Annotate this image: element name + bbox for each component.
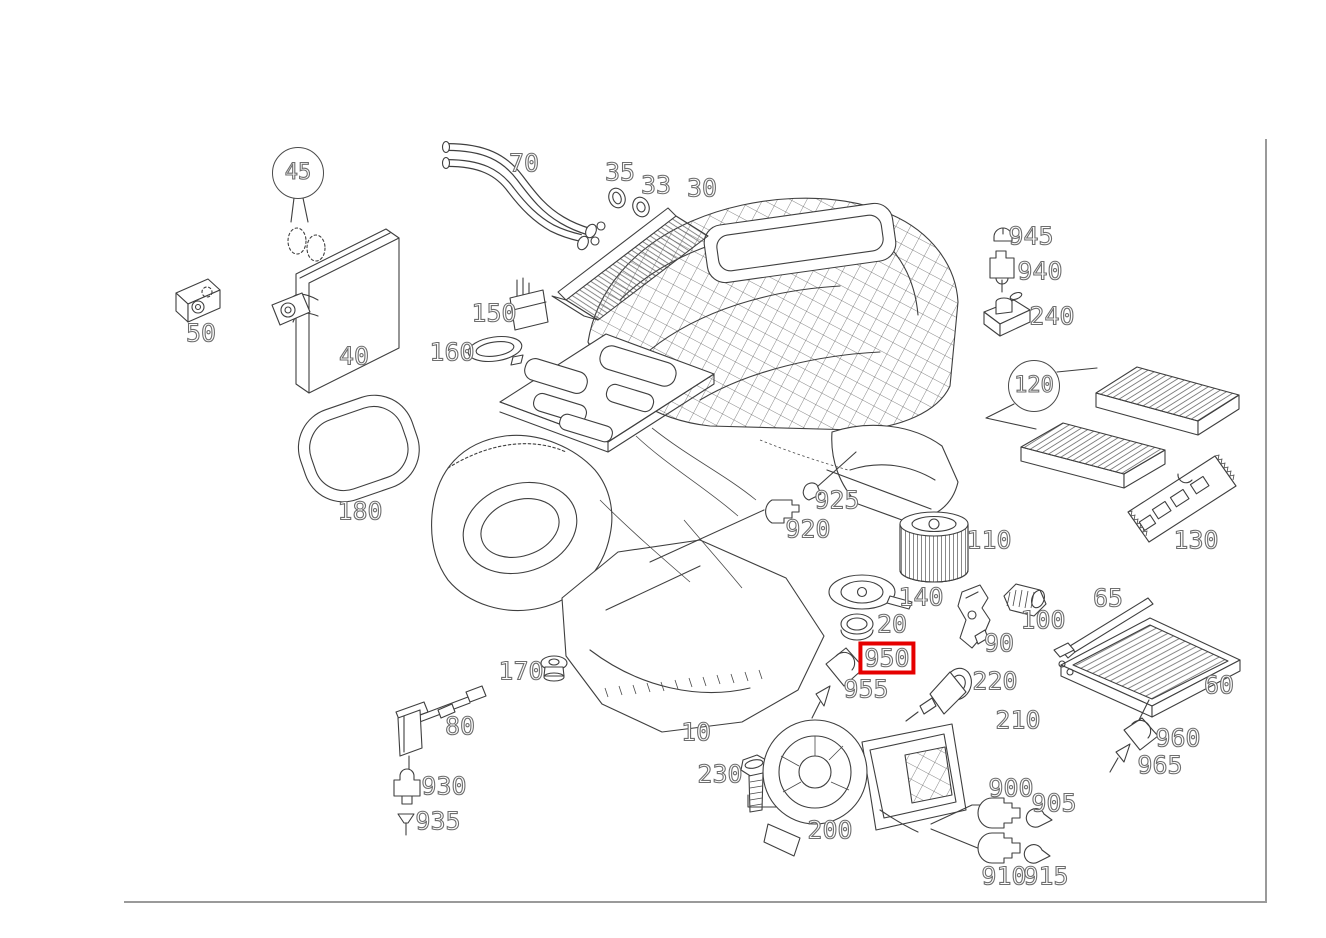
part-label-955[interactable]: 955 <box>843 674 889 704</box>
part-200-artwork <box>763 720 988 856</box>
part-130-artwork <box>1128 455 1236 542</box>
part-label-945[interactable]: 945 <box>1008 221 1054 251</box>
part-label-930[interactable]: 930 <box>421 771 467 801</box>
part-50-artwork <box>176 279 220 322</box>
part-label-150[interactable]: 150 <box>471 298 517 328</box>
part-label-160[interactable]: 160 <box>429 337 475 367</box>
part-30-artwork <box>552 186 708 320</box>
part-label-100[interactable]: 100 <box>1020 605 1066 635</box>
part-920-artwork <box>650 452 856 562</box>
part-label-200[interactable]: 200 <box>807 815 853 845</box>
frame-bottom-line <box>124 901 1267 903</box>
part-label-920[interactable]: 920 <box>785 514 831 544</box>
part-150-artwork <box>467 278 548 365</box>
part-label-40[interactable]: 40 <box>338 341 370 371</box>
part-170-artwork <box>541 656 567 681</box>
part-label-10[interactable]: 10 <box>680 717 712 747</box>
part-80-artwork <box>394 686 486 835</box>
part-label-140[interactable]: 140 <box>898 582 944 612</box>
part-label-70[interactable]: 70 <box>508 148 540 178</box>
part-90-artwork <box>906 584 1047 721</box>
part-60-artwork <box>1054 598 1240 772</box>
part-label-20[interactable]: 20 <box>876 609 908 639</box>
part-label-240[interactable]: 240 <box>1029 301 1075 331</box>
part-40-artwork <box>272 229 399 393</box>
part-label-960[interactable]: 960 <box>1155 723 1201 753</box>
part-180-artwork <box>288 384 431 512</box>
part-945-artwork <box>984 228 1030 336</box>
part-label-45[interactable]: 45 <box>272 147 324 199</box>
part-label-120[interactable]: 120 <box>1008 360 1060 412</box>
part-label-35[interactable]: 35 <box>604 157 636 187</box>
frame-right-line <box>1265 139 1267 903</box>
part-label-110[interactable]: 110 <box>966 525 1012 555</box>
part-label-915[interactable]: 915 <box>1023 861 1069 891</box>
part-label-910[interactable]: 910 <box>981 861 1027 891</box>
part-label-935[interactable]: 935 <box>415 806 461 836</box>
part-label-220[interactable]: 220 <box>972 666 1018 696</box>
part-label-965[interactable]: 965 <box>1137 750 1183 780</box>
part-label-30[interactable]: 30 <box>686 173 718 203</box>
part-label-210[interactable]: 210 <box>995 705 1041 735</box>
part-label-940[interactable]: 940 <box>1017 256 1063 286</box>
part-120-artwork <box>986 367 1239 488</box>
part-45-artwork <box>288 198 325 261</box>
part-label-90[interactable]: 90 <box>983 628 1015 658</box>
part-110-artwork <box>827 470 968 582</box>
part-label-900[interactable]: 900 <box>988 773 1034 803</box>
part-label-950[interactable]: 950 <box>858 641 916 675</box>
part-label-925[interactable]: 925 <box>814 485 860 515</box>
part-label-180[interactable]: 180 <box>337 496 383 526</box>
part-label-170[interactable]: 170 <box>498 656 544 686</box>
part-label-50[interactable]: 50 <box>185 318 217 348</box>
part-label-905[interactable]: 905 <box>1031 788 1077 818</box>
part-label-80[interactable]: 80 <box>444 711 476 741</box>
part-label-230[interactable]: 230 <box>697 759 743 789</box>
part-label-60[interactable]: 60 <box>1203 670 1235 700</box>
part-900-artwork <box>978 798 1052 863</box>
part-70-artwork <box>443 142 606 252</box>
part-label-130[interactable]: 130 <box>1173 525 1219 555</box>
part-label-33[interactable]: 33 <box>640 170 672 200</box>
part-140-artwork <box>812 575 912 718</box>
part-label-65[interactable]: 65 <box>1092 583 1124 613</box>
part-230-artwork <box>741 755 784 812</box>
